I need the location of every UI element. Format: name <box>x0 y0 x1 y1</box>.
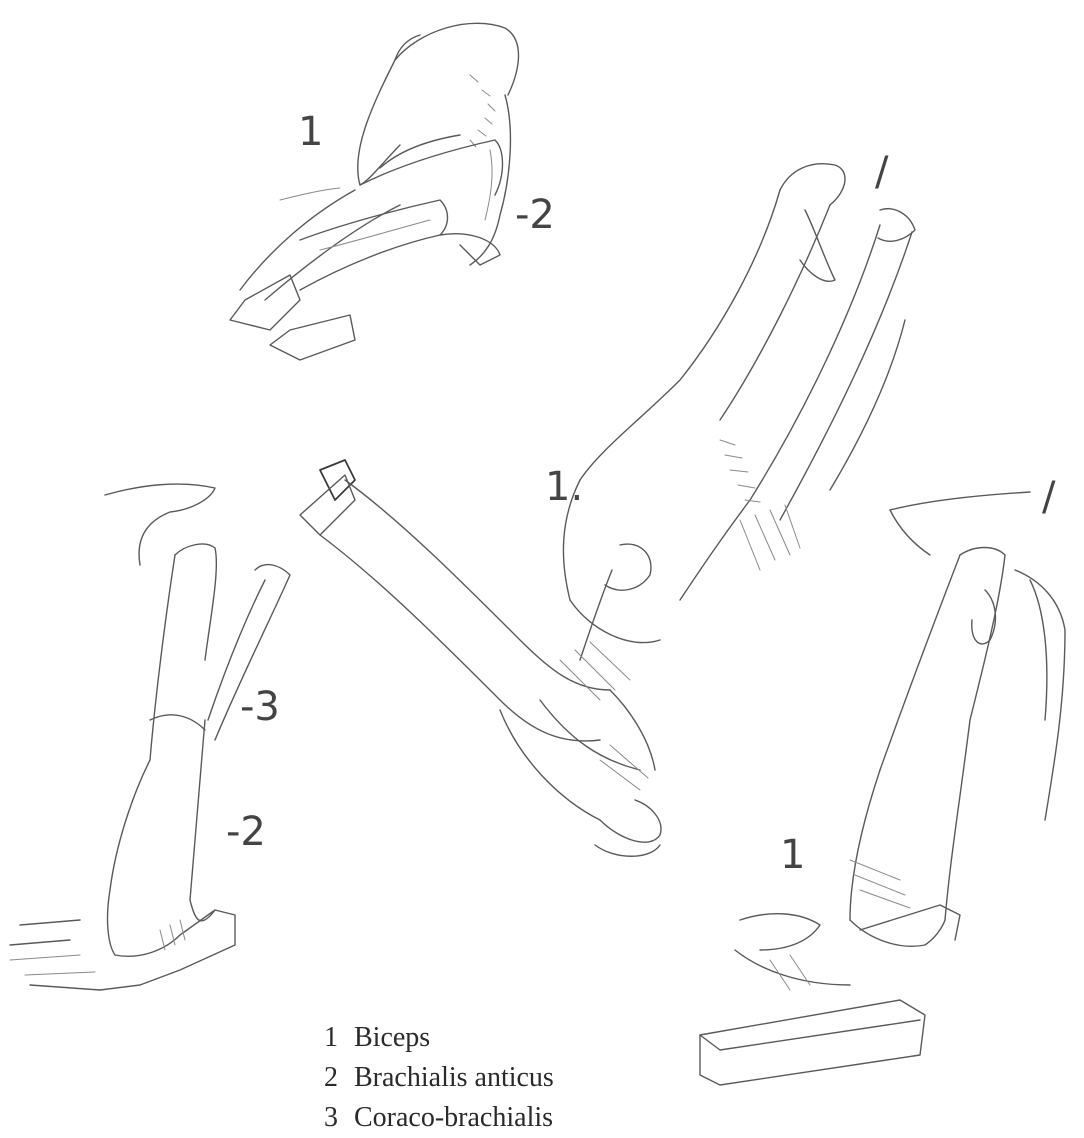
legend-label: Coraco-brachialis <box>354 1098 553 1138</box>
top-right-tick-mark: / <box>875 149 889 195</box>
top-arm-sketch <box>230 23 519 360</box>
muscle-legend: 1 Biceps 2 Brachialis anticus 3 Coraco-b… <box>324 1018 684 1138</box>
top-callout-1: 1 <box>298 109 323 155</box>
left-callout-3: -3 <box>240 684 280 730</box>
right-callout-1: 1 <box>780 832 805 878</box>
top-callout-2: -2 <box>515 192 555 238</box>
left-callout-2: -2 <box>226 809 266 855</box>
legend-item: 1 Biceps <box>324 1018 684 1058</box>
legend-item: 3 Coraco-brachialis <box>324 1098 684 1138</box>
legend-item: 2 Brachialis anticus <box>324 1058 684 1098</box>
right-tick-mark: / <box>1042 474 1056 520</box>
anatomy-sketch-figure: 1 -2 1. -3 -2 1 / / <box>0 0 1084 1099</box>
legend-number: 3 <box>324 1098 338 1138</box>
right-arm-sketch <box>700 492 1065 1085</box>
legend-label: Biceps <box>354 1018 430 1058</box>
left-arm-sketch <box>10 484 290 990</box>
legend-number: 2 <box>324 1058 338 1098</box>
legend-label: Brachialis anticus <box>354 1058 554 1098</box>
center-arm-sketch <box>300 164 915 857</box>
legend-number: 1 <box>324 1018 338 1058</box>
center-callout-1: 1. <box>545 464 583 510</box>
